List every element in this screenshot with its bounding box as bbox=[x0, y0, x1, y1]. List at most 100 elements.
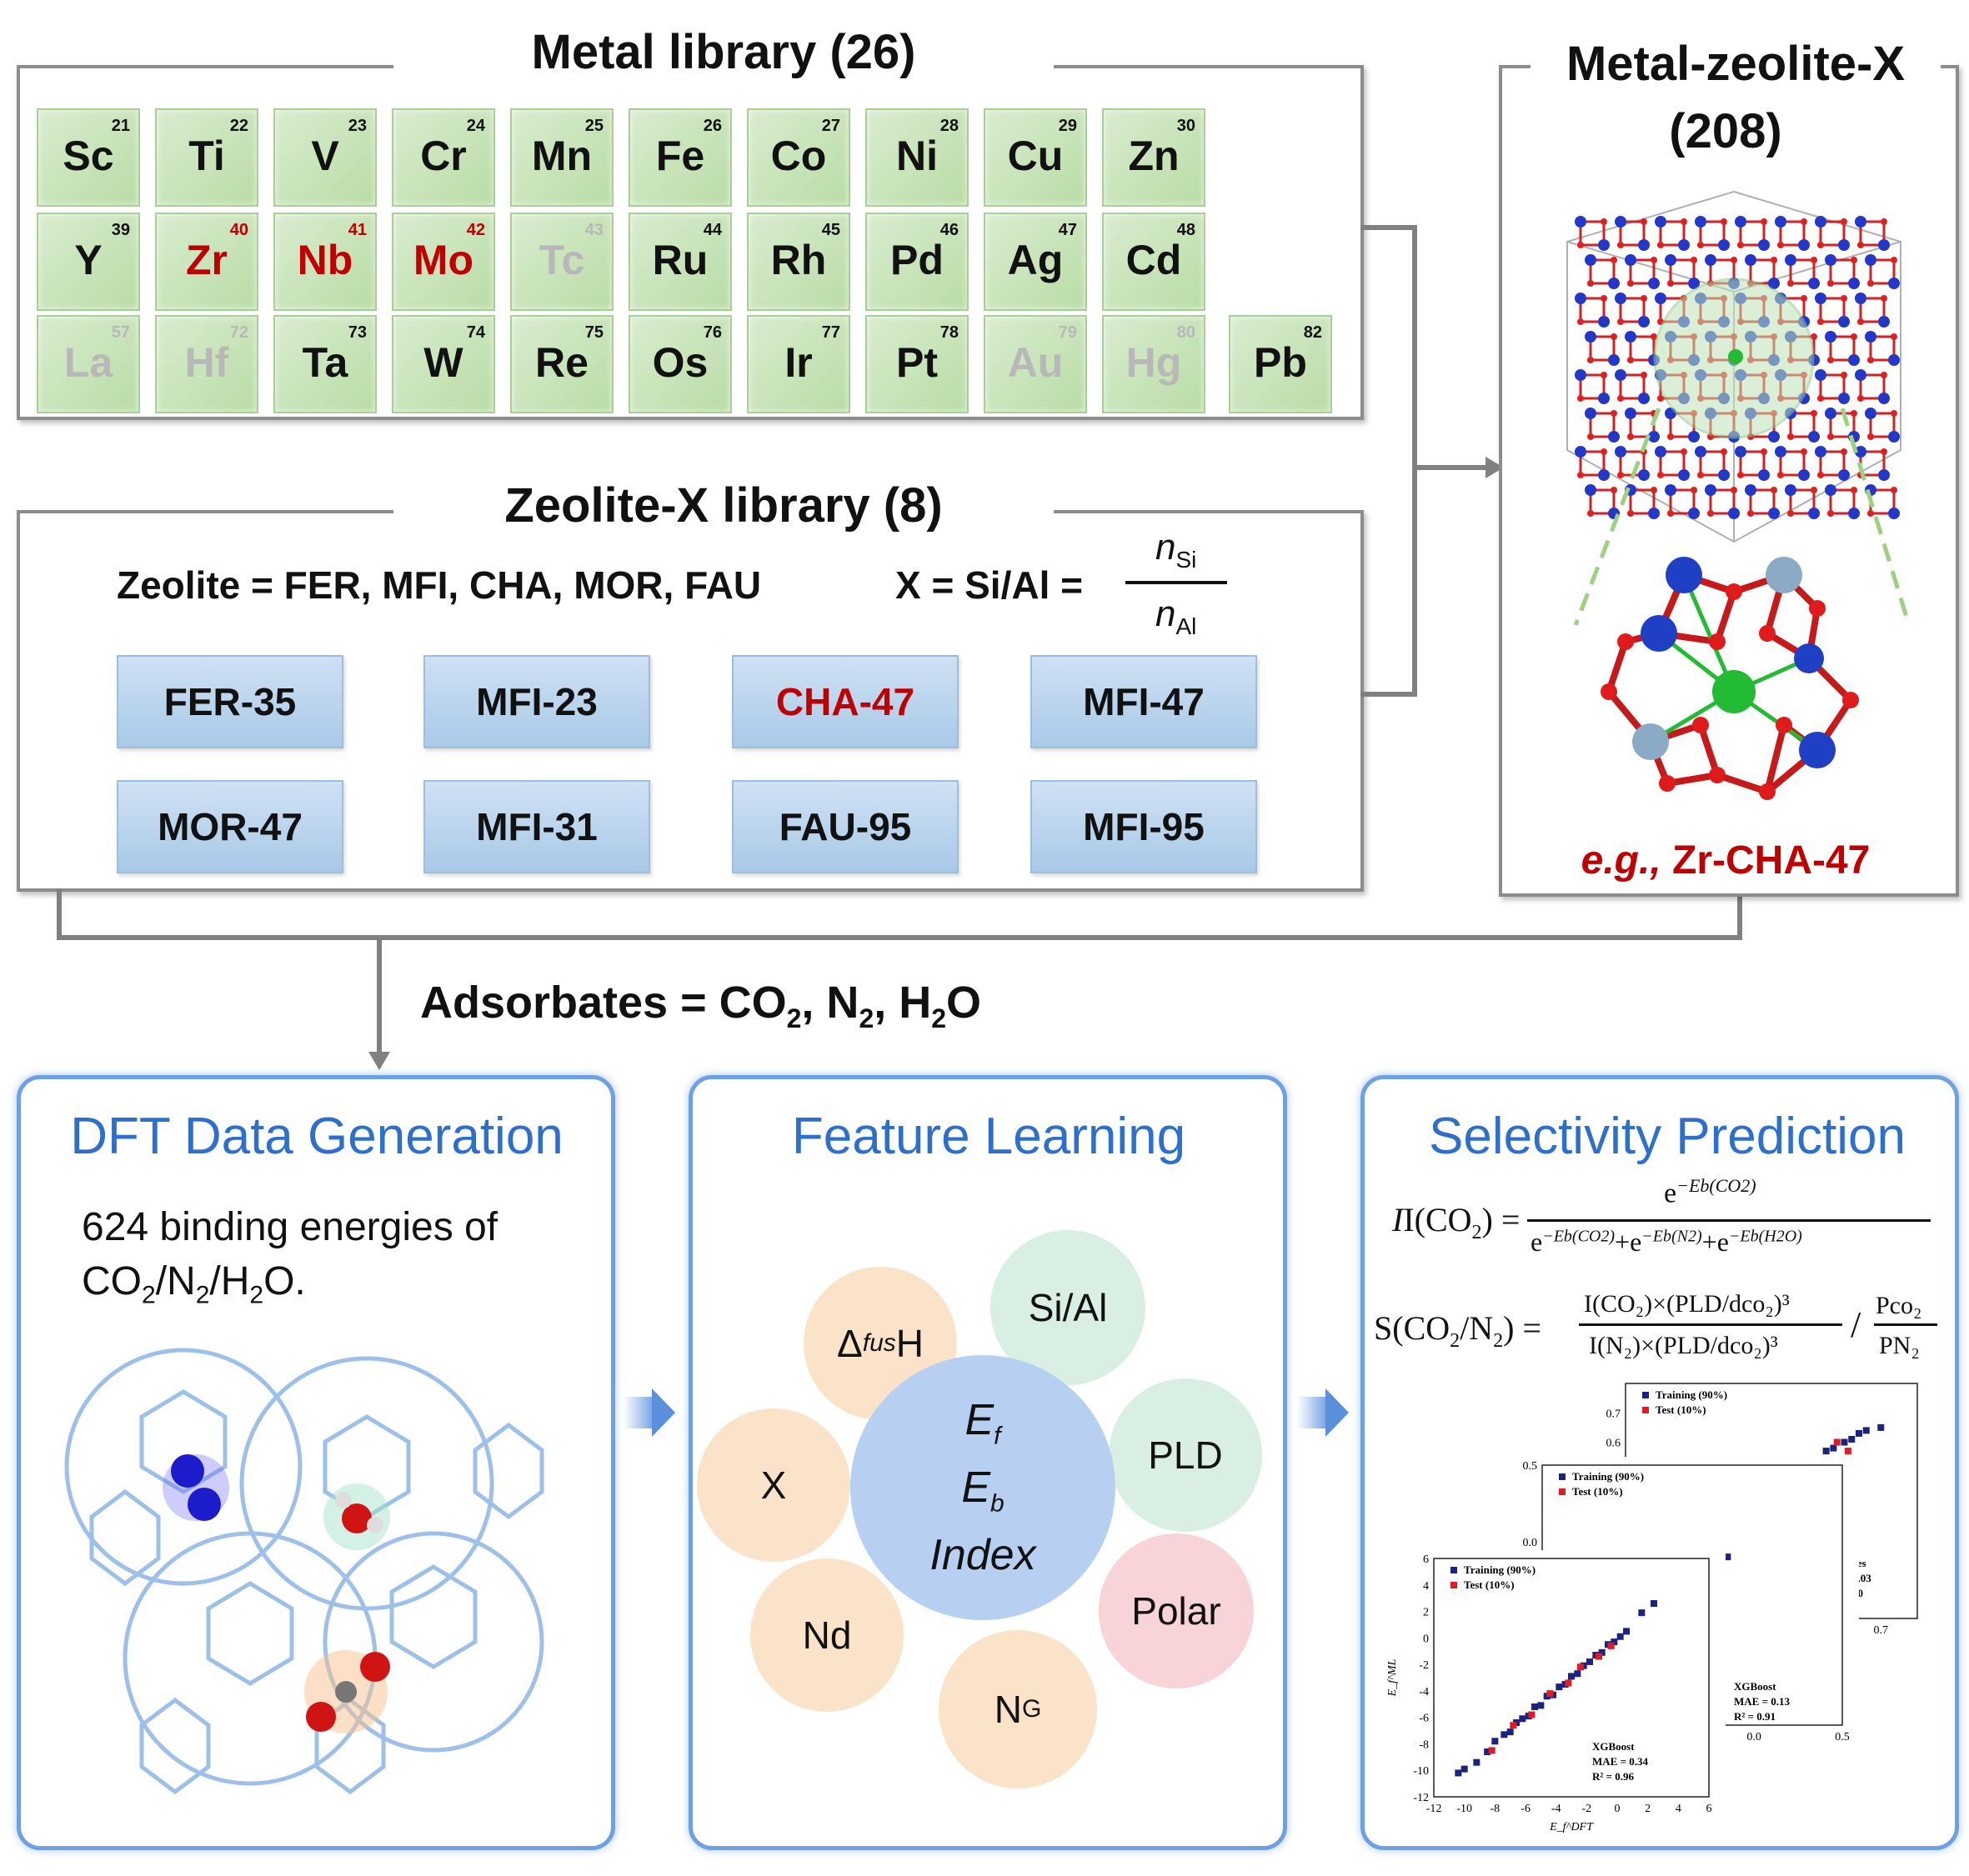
metal-zeolite-title-line1: Metal-zeolite-X bbox=[1531, 35, 1941, 93]
zeolite-box-mfi-95: MFI-95 bbox=[1030, 780, 1257, 873]
element-symbol: Mn bbox=[531, 133, 593, 179]
formula-index-lhs: II(CO2) = bbox=[1392, 1201, 1521, 1243]
element-symbol: Cu bbox=[1007, 133, 1064, 179]
arrow-right-icon-head bbox=[652, 1388, 675, 1437]
feature-bubble-polar: Polar bbox=[1099, 1533, 1254, 1688]
element-number: 21 bbox=[111, 117, 130, 135]
y-tick-label: -12 bbox=[1413, 1792, 1429, 1804]
element-number: 74 bbox=[466, 323, 485, 342]
test-point bbox=[1596, 1653, 1602, 1660]
plot-frame bbox=[1433, 1558, 1710, 1798]
test-point bbox=[1844, 1448, 1851, 1455]
x-tick-label: 2 bbox=[1645, 1803, 1651, 1815]
training-point bbox=[1506, 1728, 1514, 1736]
element-symbol: Mo bbox=[413, 237, 474, 283]
test-point bbox=[1833, 1438, 1841, 1446]
legend-marker bbox=[1642, 1392, 1649, 1398]
zeolite-box-mfi-23: MFI-23 bbox=[423, 655, 650, 748]
element-number: 76 bbox=[703, 323, 722, 342]
training-point bbox=[1841, 1438, 1848, 1446]
ratio-denominator: nAl bbox=[1155, 593, 1197, 639]
feature-bubble-nd: Nd bbox=[750, 1558, 904, 1712]
training-point bbox=[1848, 1435, 1856, 1443]
x-tick-label: -6 bbox=[1521, 1803, 1531, 1815]
test-point bbox=[1510, 1722, 1517, 1729]
x-tick-label: 0 bbox=[1615, 1803, 1621, 1815]
y-tick-label: 6 bbox=[1423, 1553, 1429, 1566]
element-symbol: V bbox=[311, 133, 339, 179]
bottom-connector-right bbox=[1737, 892, 1742, 940]
x-tick-label: 4 bbox=[1676, 1803, 1681, 1815]
element-number: 82 bbox=[1303, 323, 1322, 342]
element-number: 73 bbox=[348, 323, 367, 342]
plot-annotation: XGBoost bbox=[1592, 1740, 1635, 1753]
training-point bbox=[1455, 1769, 1462, 1777]
selectivity-title: Selectivity Prediction bbox=[1428, 1108, 1906, 1165]
training-point bbox=[1822, 1448, 1830, 1455]
element-number: 41 bbox=[348, 221, 367, 239]
metal-zeolite-example: e.g., Zr-CHA-47 bbox=[1581, 838, 1871, 883]
element-symbol: Fe bbox=[655, 133, 705, 179]
element-number: 57 bbox=[111, 323, 130, 342]
training-point bbox=[1537, 1702, 1545, 1709]
metal-library-title: Metal library (26) bbox=[393, 23, 1054, 82]
training-point bbox=[1473, 1758, 1481, 1766]
element-symbol: Pd bbox=[890, 237, 944, 283]
zeolite-box-mor-47: MOR-47 bbox=[117, 780, 343, 873]
y-tick-label: -2 bbox=[1419, 1659, 1429, 1672]
y-tick-label: -10 bbox=[1413, 1765, 1429, 1778]
y-tick-label: -6 bbox=[1419, 1713, 1429, 1725]
training-point bbox=[1556, 1683, 1563, 1691]
zeolite-box-mfi-47: MFI-47 bbox=[1030, 655, 1257, 748]
training-point bbox=[1484, 1748, 1491, 1755]
y-tick-label: 0.0 bbox=[1523, 1537, 1538, 1549]
element-symbol: Tc bbox=[539, 237, 585, 283]
element-number: 75 bbox=[584, 323, 604, 342]
plot-annotation: MAE = 0.34 bbox=[1592, 1755, 1648, 1768]
x-tick-label: -4 bbox=[1551, 1803, 1561, 1815]
x-tick-label: 0.5 bbox=[1835, 1731, 1850, 1743]
formula-index-denominator: e−Eb(CO2)+e−Eb(N2)+e−Eb(H2O) bbox=[1531, 1227, 1802, 1257]
zr-active-site-cluster-image bbox=[1601, 557, 1859, 800]
element-symbol: Ni bbox=[896, 133, 938, 179]
element-symbol: W bbox=[423, 339, 463, 386]
formula-selectivity-lhs: S(CO2/N2) = bbox=[1374, 1309, 1542, 1352]
feature-center-bubble: Ef Eb Index bbox=[850, 1355, 1115, 1620]
training-point bbox=[1862, 1427, 1870, 1434]
training-point bbox=[1519, 1715, 1526, 1723]
element-number: 78 bbox=[939, 323, 959, 342]
y-tick-label: 0.7 bbox=[1606, 1408, 1621, 1420]
y-tick-label: 0.5 bbox=[1523, 1460, 1538, 1473]
element-number: 29 bbox=[1058, 117, 1077, 135]
element-symbol: Zr bbox=[186, 237, 228, 283]
metal-zeolite-title-line2: (208) bbox=[1669, 104, 1782, 158]
zeolite-definition: Zeolite = FER, MFI, CHA, MOR, FAU bbox=[117, 563, 762, 607]
formula-selectivity-slash: / bbox=[1851, 1304, 1861, 1345]
element-number: 80 bbox=[1176, 323, 1195, 342]
element-symbol: La bbox=[63, 339, 113, 386]
formula-selectivity-numerator: I(CO₂)×(PLD/dco₂)³ bbox=[1584, 1290, 1790, 1318]
element-symbol: Hf bbox=[184, 339, 229, 386]
metal-zeolite-panel bbox=[1499, 65, 1959, 897]
element-symbol: Y bbox=[74, 237, 103, 283]
test-point bbox=[1607, 1642, 1615, 1649]
y-tick-label: 4 bbox=[1423, 1580, 1429, 1593]
plot-annotation: R² = 0.91 bbox=[1734, 1710, 1776, 1723]
training-point bbox=[1568, 1673, 1575, 1680]
element-symbol: Rh bbox=[770, 237, 827, 283]
training-point bbox=[1574, 1670, 1581, 1678]
